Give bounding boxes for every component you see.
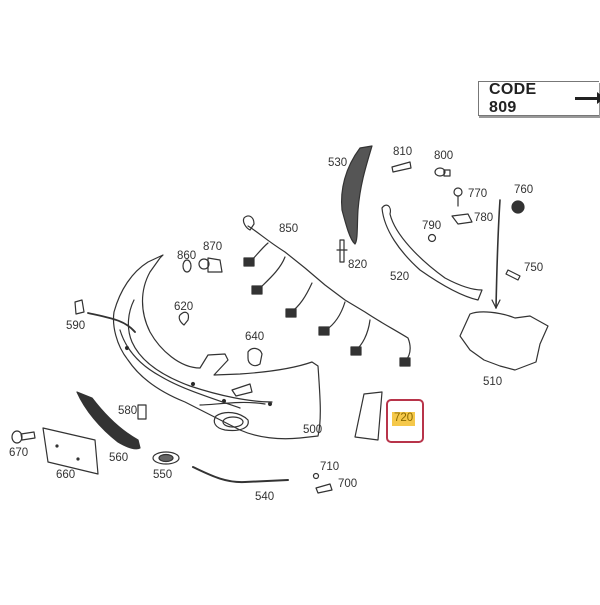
fastener-800 — [434, 167, 451, 177]
part-label-700: 700 — [338, 478, 358, 490]
part-label-530: 530 — [328, 157, 348, 169]
trim-strip-540 — [192, 466, 289, 484]
bolt-750 — [505, 269, 521, 281]
part-label-540: 540 — [255, 491, 275, 503]
part-label-780: 780 — [474, 212, 494, 224]
part-label-800: 800 — [434, 150, 454, 162]
holder-640 — [247, 347, 263, 367]
part-label-640: 640 — [245, 331, 265, 343]
part-label-580: 580 — [118, 405, 138, 417]
sensor-870 — [198, 257, 223, 273]
bumper-cover-500 — [112, 254, 321, 440]
clip-780 — [451, 213, 473, 225]
part-label-510: 510 — [483, 376, 503, 388]
clip-590 — [74, 299, 85, 315]
part-label-500: 500 — [303, 424, 323, 436]
washer-860 — [182, 259, 192, 273]
part-label-810: 810 — [393, 146, 413, 158]
bracket-580 — [137, 404, 147, 420]
screw-770 — [453, 187, 463, 207]
arrow-right-icon — [575, 92, 600, 104]
part-label-520: 520 — [390, 271, 410, 283]
part-label-620: 620 — [174, 301, 194, 313]
fastener-810 — [391, 161, 412, 173]
part-label-770: 770 — [468, 188, 488, 200]
part-label-550: 550 — [153, 469, 173, 481]
part-label-820: 820 — [348, 259, 368, 271]
wiring-harness-850 — [242, 215, 411, 367]
code-badge[interactable]: CODE 809 — [478, 80, 600, 116]
license-plate-660 — [42, 427, 99, 475]
ring-620 — [178, 311, 190, 326]
part-label-750: 750 — [524, 262, 544, 274]
part-label-710: 710 — [320, 461, 340, 473]
highlight-box[interactable] — [386, 399, 424, 443]
nut-760 — [511, 200, 525, 214]
part-label-870: 870 — [203, 241, 223, 253]
fog-cover-550 — [152, 451, 180, 465]
part-label-560: 560 — [109, 452, 129, 464]
part-label-850: 850 — [279, 223, 299, 235]
bracket-510 — [459, 311, 549, 371]
grille-560 — [76, 391, 141, 450]
bolt-670 — [11, 430, 36, 444]
part-label-660: 660 — [56, 469, 76, 481]
washer-cover-700 — [312, 472, 333, 494]
stud-820 — [336, 239, 348, 263]
part-label-760: 760 — [514, 184, 534, 196]
code-text: CODE 809 — [489, 80, 537, 116]
nut-790 — [427, 233, 437, 243]
part-label-860: 860 — [177, 250, 197, 262]
support-rail-520 — [381, 204, 483, 301]
side-trim-720 — [354, 391, 383, 441]
part-label-590: 590 — [66, 320, 86, 332]
bracket-530 — [340, 145, 373, 245]
part-label-790: 790 — [422, 220, 442, 232]
part-label-670: 670 — [9, 447, 29, 459]
highlighted-part-label-720[interactable]: 720 — [392, 412, 416, 426]
